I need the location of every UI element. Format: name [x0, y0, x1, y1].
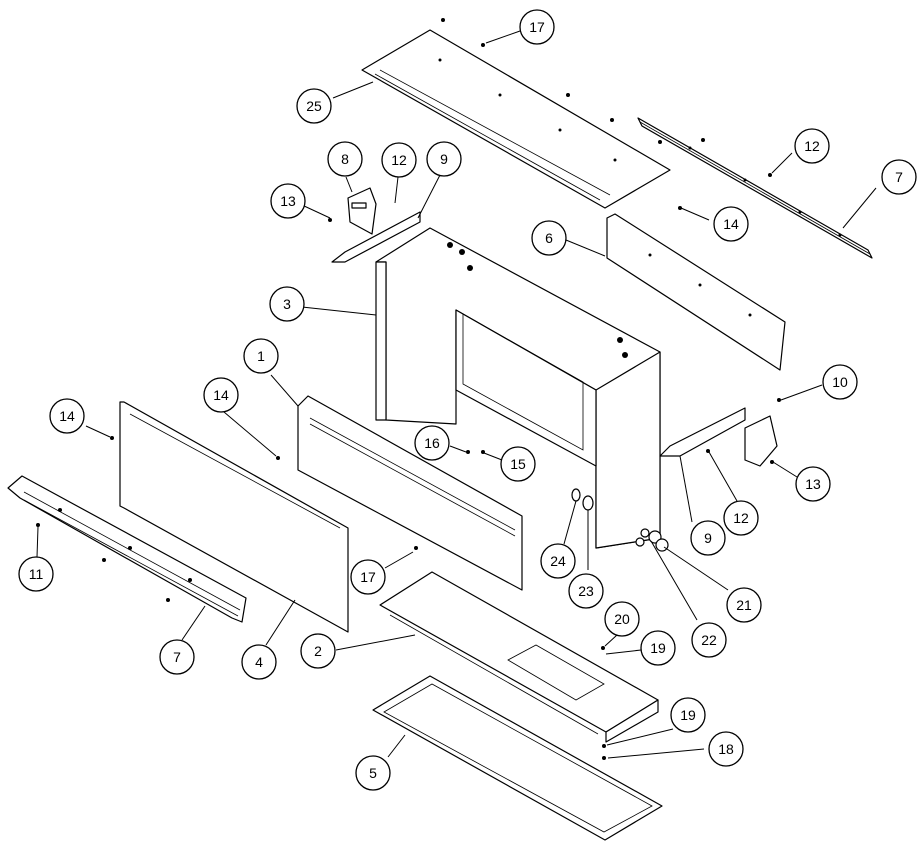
callout-14-middle: 14: [203, 377, 239, 413]
svg-text:14: 14: [59, 408, 75, 424]
svg-text:3: 3: [283, 296, 291, 312]
svg-text:11: 11: [29, 566, 44, 582]
callout-13-upper: 13: [270, 183, 306, 219]
svg-text:13: 13: [280, 193, 296, 209]
callout-6: 6: [531, 220, 567, 256]
callout-15: 15: [500, 446, 536, 482]
svg-text:15: 15: [510, 456, 526, 472]
callout-18: 18: [708, 731, 744, 767]
callout-2: 2: [300, 633, 336, 669]
lower-rail-part: [7, 475, 247, 623]
svg-text:8: 8: [341, 151, 349, 167]
callout-7-upper: 7: [881, 159, 917, 195]
svg-text:12: 12: [804, 138, 820, 154]
callout-3: 3: [269, 286, 305, 322]
left-bracket-part: [331, 187, 421, 263]
callout-25: 25: [296, 88, 332, 124]
svg-text:14: 14: [723, 216, 739, 232]
top-cover-part: [361, 29, 671, 209]
svg-text:20: 20: [614, 611, 630, 627]
svg-text:24: 24: [550, 553, 566, 569]
svg-text:12: 12: [733, 510, 749, 526]
svg-text:25: 25: [306, 98, 322, 114]
main-housing-part: [375, 227, 661, 549]
svg-text:22: 22: [701, 632, 717, 648]
callout-7-lower: 7: [159, 639, 195, 675]
svg-text:2: 2: [314, 643, 322, 659]
upper-rail-part: [637, 117, 873, 259]
svg-text:1: 1: [257, 348, 265, 364]
svg-text:6: 6: [545, 230, 553, 246]
right-bracket-part: [659, 407, 778, 467]
svg-text:17: 17: [360, 569, 376, 585]
callout-12-upper-left: 12: [381, 142, 417, 178]
svg-text:16: 16: [424, 435, 440, 451]
callout-5: 5: [355, 755, 391, 791]
callout-16: 16: [414, 425, 450, 461]
callout-17-lower: 17: [350, 559, 386, 595]
svg-text:18: 18: [718, 741, 734, 757]
svg-text:7: 7: [173, 649, 181, 665]
svg-text:9: 9: [440, 151, 448, 167]
callout-21: 21: [726, 587, 762, 623]
callout-13-lower: 13: [795, 466, 831, 502]
callout-4: 4: [241, 644, 277, 680]
base-tray-part: [379, 571, 659, 743]
svg-text:23: 23: [578, 583, 594, 599]
callout-1: 1: [243, 338, 279, 374]
callout-bubbles: 17 25 8 12 9 13 12 7 14 6 3 1 14 14 16 1…: [18, 9, 917, 791]
callout-10: 10: [822, 364, 858, 400]
drip-pan-part: [372, 675, 663, 841]
side-panel-part: [119, 401, 349, 633]
svg-text:14: 14: [213, 387, 229, 403]
callout-14-left: 14: [49, 398, 85, 434]
svg-text:10: 10: [832, 374, 848, 390]
callout-11: 11: [18, 556, 54, 592]
svg-text:5: 5: [369, 765, 377, 781]
callout-17-top: 17: [519, 9, 555, 45]
callout-14-upper: 14: [713, 206, 749, 242]
callout-23: 23: [568, 573, 604, 609]
callout-24: 24: [540, 543, 576, 579]
callout-19-lower: 19: [670, 697, 706, 733]
svg-text:12: 12: [391, 152, 407, 168]
svg-text:21: 21: [736, 597, 752, 613]
callout-19-upper: 19: [640, 630, 676, 666]
callout-12-upper-right: 12: [794, 128, 830, 164]
svg-text:19: 19: [650, 640, 666, 656]
svg-text:4: 4: [255, 654, 263, 670]
callout-8: 8: [327, 141, 363, 177]
callout-9-lower: 9: [690, 520, 726, 556]
back-panel-part: [606, 213, 786, 371]
svg-text:13: 13: [805, 476, 821, 492]
fittings-part: [571, 488, 669, 552]
svg-text:19: 19: [680, 707, 696, 723]
front-panel-part: [297, 395, 523, 591]
callout-9-upper: 9: [426, 141, 462, 177]
callout-20: 20: [604, 601, 640, 637]
svg-text:9: 9: [704, 530, 712, 546]
svg-text:17: 17: [529, 19, 545, 35]
callout-12-lower: 12: [723, 500, 759, 536]
leader-lines: [36, 30, 877, 759]
svg-text:7: 7: [895, 169, 903, 185]
callout-22: 22: [691, 622, 727, 658]
